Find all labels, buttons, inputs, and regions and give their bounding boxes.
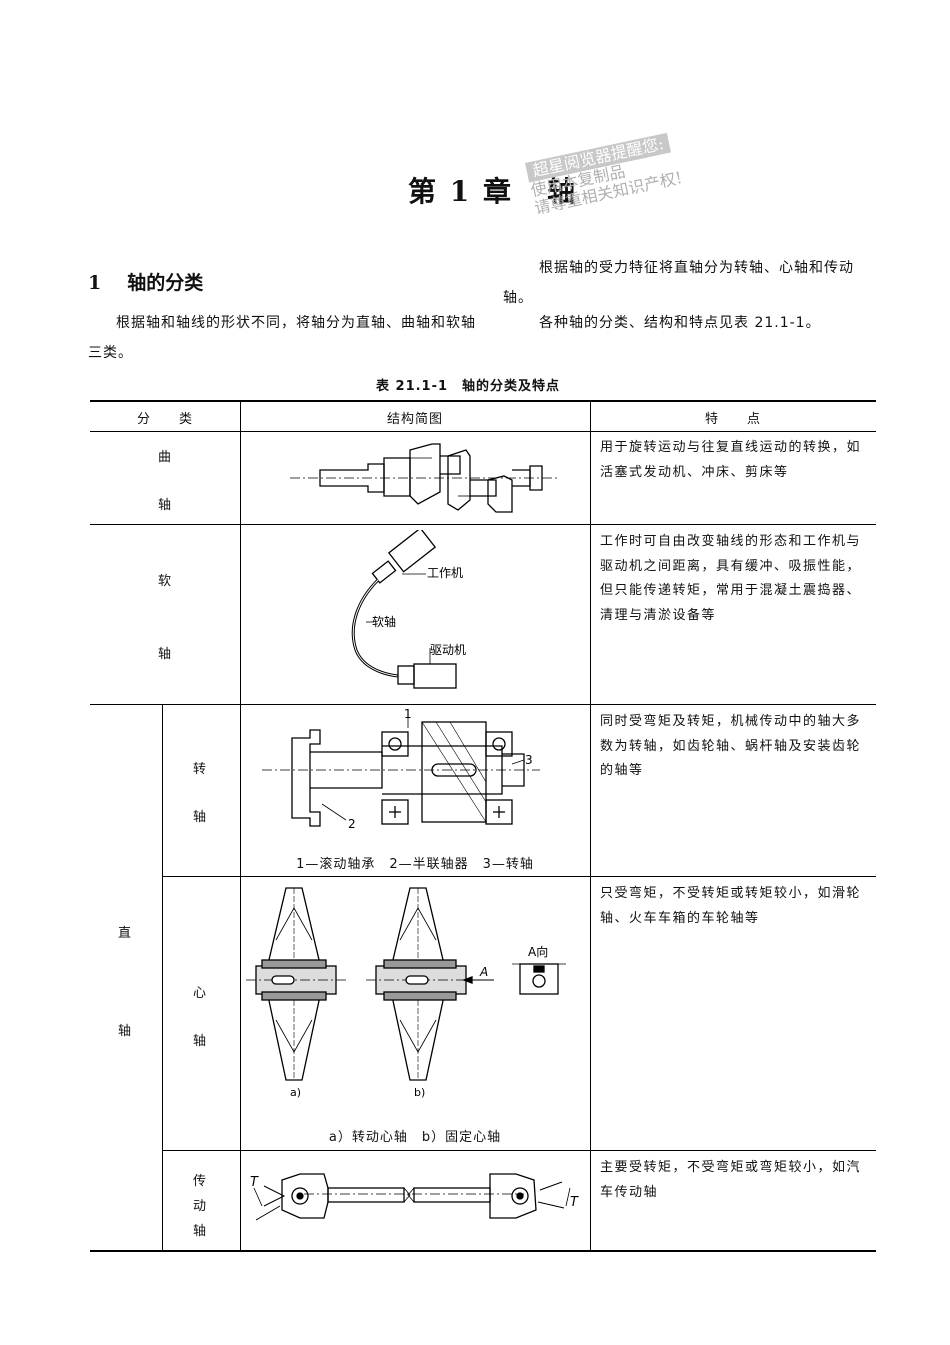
- rotating-label-char-1: 转: [193, 762, 208, 777]
- rotating-label-char-2: 轴: [193, 810, 208, 825]
- flexible-shaft-diagram: 工作机 软轴 驱动机: [351, 530, 466, 689]
- section-heading: 1 轴的分类: [88, 268, 203, 295]
- rotating-feature: 同时受弯矩及转矩，机械传动中的轴大多数为转轴，如齿轮轴、蜗杆轴及安装齿轮的轴等: [600, 714, 862, 778]
- header-feature: 特 点: [704, 412, 761, 427]
- transmission-feature: 主要受转矩，不受弯矩或弯矩较小，如汽车传动轴: [600, 1160, 862, 1200]
- flexible-feature: 工作时可自由改变轴线的形态和工作机与驱动机之间距离，具有缓冲、吸振性能，但只能传…: [600, 534, 862, 623]
- view-a-label: A向: [528, 944, 548, 959]
- straight-label-char-1: 直: [118, 926, 133, 941]
- spindle-label-char-2: 轴: [193, 1034, 208, 1049]
- label-flexible-shaft: 软轴: [372, 614, 396, 629]
- column-divider: [590, 401, 591, 1251]
- figure-b-label: b): [414, 1086, 425, 1099]
- spindle-diagram: A A向 a) b): [246, 887, 566, 1099]
- rotating-diagram-caption: 1—滚动轴承 2—半联轴器 3—转轴: [296, 857, 534, 872]
- table-bottom-rule: [90, 1250, 876, 1252]
- section-number: 1: [88, 272, 102, 294]
- callout-1: 1: [404, 708, 412, 721]
- spindle-feature: 只受弯矩，不受转矩或转矩较小，如滑轮轴、火车车箱的车轮轴等: [600, 886, 862, 926]
- chapter-label: 第 1 章: [408, 175, 513, 208]
- row-divider: [162, 876, 876, 877]
- column-divider: [240, 401, 241, 1251]
- table-caption: 表 21.1-1 轴的分类及特点: [376, 379, 561, 394]
- row-divider: [162, 1150, 876, 1151]
- chapter-name: 轴: [546, 175, 577, 208]
- crankshaft-label-char-1: 曲: [158, 450, 173, 465]
- label-drive-machine: 驱动机: [430, 643, 466, 657]
- callout-2: 2: [348, 817, 356, 831]
- flexible-label-char-1: 软: [158, 574, 173, 589]
- row-divider: [90, 704, 876, 705]
- transmission-label-char-1: 传: [193, 1174, 208, 1189]
- row-divider: [90, 524, 876, 525]
- callout-3: 3: [525, 753, 533, 767]
- paragraph-load-classification: 根据轴的受力特征将直轴分为转轴、心轴和传动轴。: [503, 260, 854, 306]
- label-work-machine: 工作机: [427, 566, 463, 580]
- transmission-shaft-diagram: T T: [250, 1173, 579, 1221]
- arrow-a-label: A: [479, 965, 488, 979]
- rotating-shaft-diagram: 1 2 3: [262, 708, 540, 831]
- paragraph-table-reference: 各种轴的分类、结构和特点见表 21.1-1。: [539, 315, 821, 331]
- torque-label-right: T: [570, 1195, 579, 1210]
- chapter-title: 第 1 章轴: [408, 170, 577, 210]
- spindle-diagram-caption: a）转动心轴 b）固定心轴: [328, 1130, 502, 1145]
- crankshaft-diagram: [290, 443, 558, 513]
- subcolumn-divider: [162, 705, 163, 1251]
- copyright-watermark: 超星阅览器提醒您: 使用本复制品 请尊重相关知识产权!: [525, 123, 729, 249]
- spindle-label-char-1: 心: [193, 986, 208, 1001]
- paragraph-shape-classification: 根据轴和轴线的形状不同，将轴分为直轴、曲轴和软轴三类。: [88, 315, 476, 361]
- table-header-rule: [90, 431, 876, 432]
- crankshaft-label-char-2: 轴: [158, 498, 173, 513]
- crankshaft-feature: 用于旋转运动与往复直线运动的转换，如活塞式发动机、冲床、剪床等: [600, 440, 862, 480]
- section-title: 轴的分类: [127, 272, 204, 294]
- torque-label-left: T: [250, 1175, 259, 1190]
- straight-label-char-2: 轴: [118, 1024, 133, 1039]
- figure-a-label: a): [290, 1086, 301, 1099]
- header-category: 分 类: [136, 412, 193, 427]
- header-diagram: 结构简图: [386, 412, 443, 427]
- transmission-label-char-2: 动: [193, 1199, 208, 1214]
- flexible-label-char-2: 轴: [158, 647, 173, 662]
- transmission-label-char-3: 轴: [193, 1224, 208, 1239]
- table-top-rule: [90, 400, 876, 402]
